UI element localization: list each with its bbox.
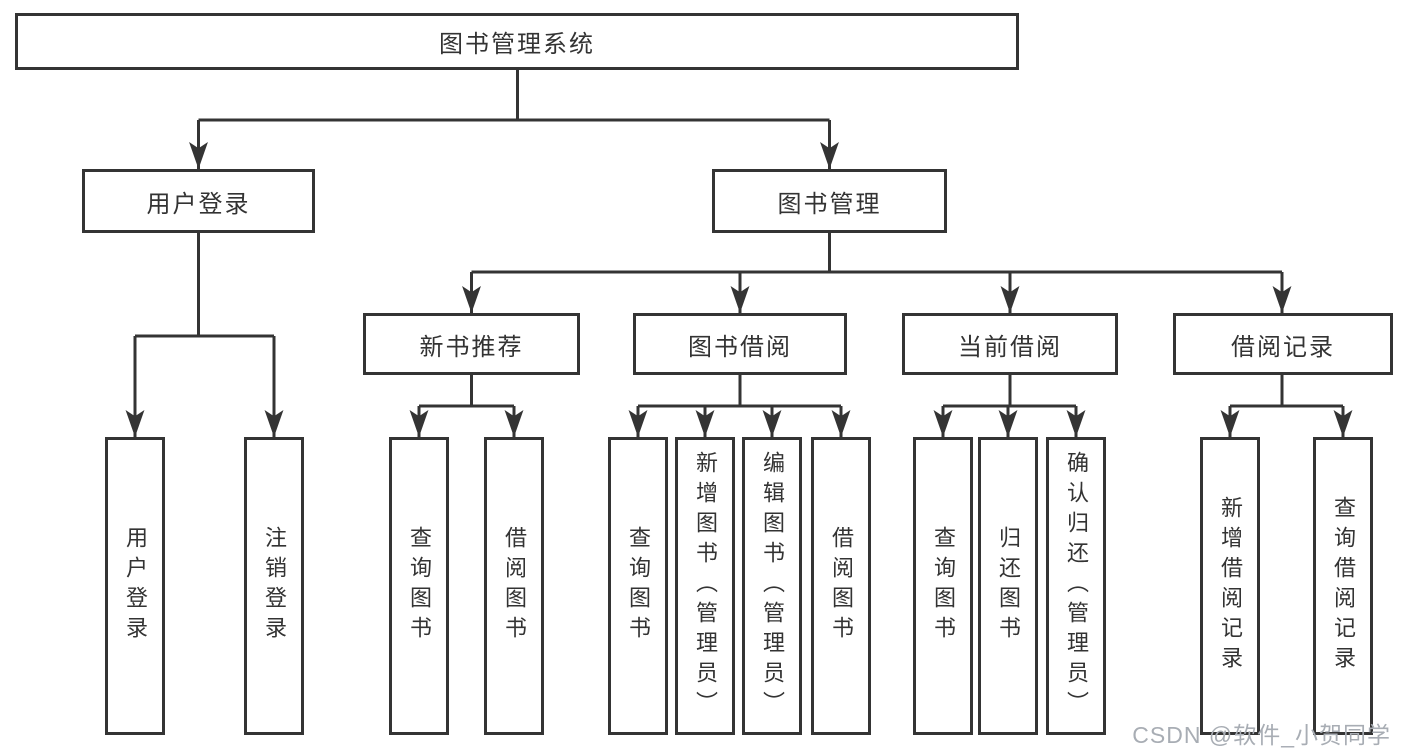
leaf-borrow-borrow-books: 借阅图书: [811, 437, 871, 735]
tree-arrows: [125, 120, 1353, 437]
leaf-label: 新增借阅记录: [1218, 496, 1243, 676]
node-current-borrow: 当前借阅: [902, 313, 1118, 375]
leaf-label: 注销登录: [262, 526, 287, 646]
leaf-newbook-query-books: 查询图书: [389, 437, 449, 735]
leaf-current-confirm-return-admin: 确认归还（管理员）: [1046, 437, 1106, 735]
leaf-records-query-record: 查询借阅记录: [1313, 437, 1373, 735]
leaf-label: 借阅图书: [829, 526, 854, 646]
leaf-label: 用户登录: [123, 526, 148, 646]
leaf-records-add-record: 新增借阅记录: [1200, 437, 1260, 735]
node-user-login: 用户登录: [82, 169, 315, 233]
leaf-label: 查询图书: [626, 526, 651, 646]
leaf-logout: 注销登录: [244, 437, 304, 735]
node-book-borrow: 图书借阅: [633, 313, 847, 375]
leaf-label: 查询图书: [407, 526, 432, 646]
node-root: 图书管理系统: [15, 13, 1019, 70]
node-new-book-recommend: 新书推荐: [363, 313, 580, 375]
leaf-borrow-query-books: 查询图书: [608, 437, 668, 735]
leaf-user-login: 用户登录: [105, 437, 165, 735]
leaf-newbook-borrow-books: 借阅图书: [484, 437, 544, 735]
leaf-label: 新增图书（管理员）: [693, 451, 718, 721]
tree-lines: [135, 70, 1343, 408]
leaf-label: 归还图书: [996, 526, 1021, 646]
leaf-label: 确认归还（管理员）: [1064, 451, 1089, 721]
leaf-borrow-add-books-admin: 新增图书（管理员）: [675, 437, 735, 735]
leaf-current-return-books: 归还图书: [978, 437, 1038, 735]
leaf-label: 编辑图书（管理员）: [760, 451, 785, 721]
leaf-current-query-books: 查询图书: [913, 437, 973, 735]
leaf-label: 查询图书: [931, 526, 956, 646]
node-book-management: 图书管理: [712, 169, 947, 233]
csdn-watermark: CSDN @软件_小贺同学: [1132, 722, 1391, 748]
leaf-borrow-edit-books-admin: 编辑图书（管理员）: [742, 437, 802, 735]
node-borrow-records: 借阅记录: [1173, 313, 1393, 375]
leaf-label: 查询借阅记录: [1331, 496, 1356, 676]
leaf-label: 借阅图书: [502, 526, 527, 646]
